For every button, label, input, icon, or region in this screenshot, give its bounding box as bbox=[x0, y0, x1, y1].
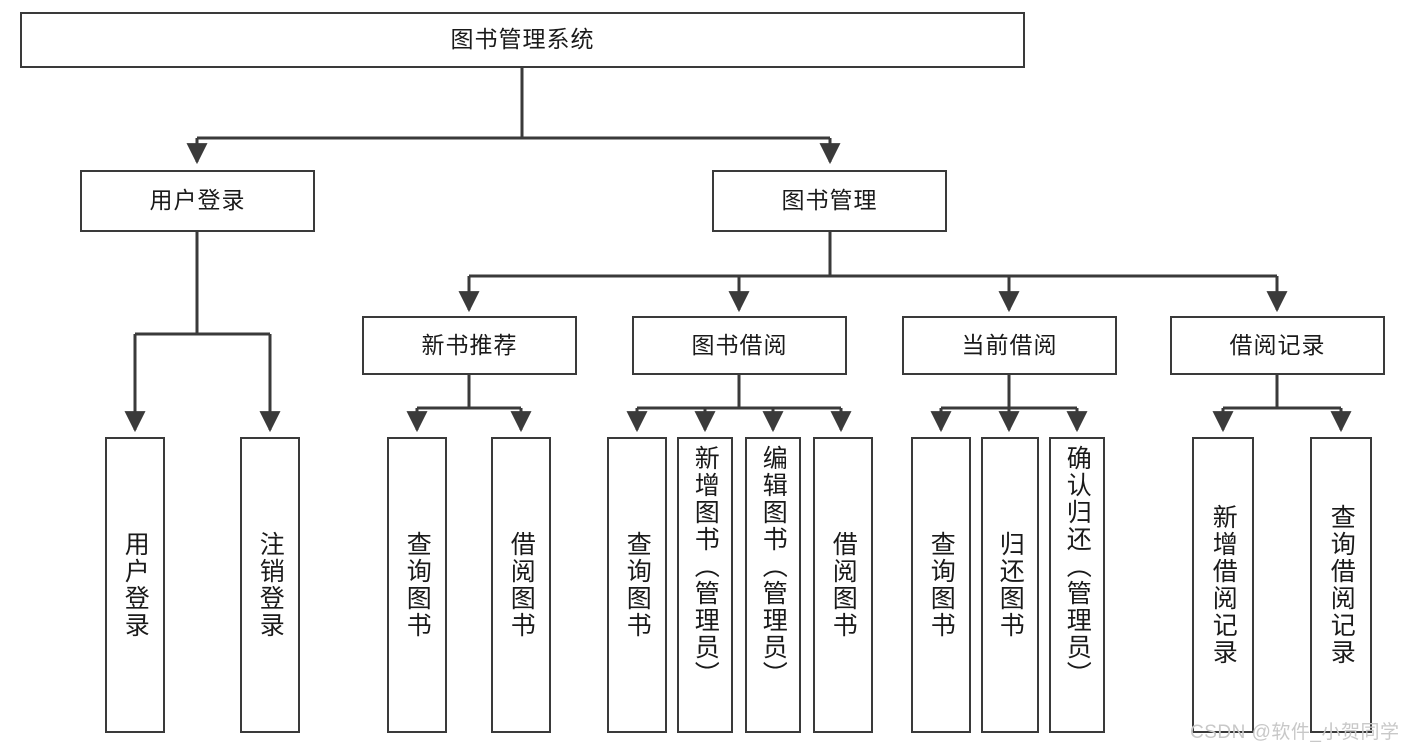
node-user-login[interactable]: 用户登录 bbox=[80, 170, 315, 232]
node-current-borrow[interactable]: 当前借阅 bbox=[902, 316, 1117, 375]
leaf-query-borrow-record[interactable]: 查询借阅记录 bbox=[1310, 437, 1372, 733]
node-root-book-management-system[interactable]: 图书管理系统 bbox=[20, 12, 1025, 68]
leaf-user-login[interactable]: 用户登录 bbox=[105, 437, 165, 733]
node-book-management[interactable]: 图书管理 bbox=[712, 170, 947, 232]
leaf-query-book-borrow[interactable]: 查询图书 bbox=[607, 437, 667, 733]
leaf-add-book-admin[interactable]: 新增图书（管理员） bbox=[677, 437, 733, 733]
leaf-borrow-book-recommend[interactable]: 借阅图书 bbox=[491, 437, 551, 733]
leaf-confirm-return-admin[interactable]: 确认归还（管理员） bbox=[1049, 437, 1105, 733]
leaf-query-book-current[interactable]: 查询图书 bbox=[911, 437, 971, 733]
node-borrow-record[interactable]: 借阅记录 bbox=[1170, 316, 1385, 375]
node-new-book-recommend[interactable]: 新书推荐 bbox=[362, 316, 577, 375]
leaf-logout[interactable]: 注销登录 bbox=[240, 437, 300, 733]
leaf-borrow-book[interactable]: 借阅图书 bbox=[813, 437, 873, 733]
leaf-add-borrow-record[interactable]: 新增借阅记录 bbox=[1192, 437, 1254, 733]
leaf-edit-book-admin[interactable]: 编辑图书（管理员） bbox=[745, 437, 801, 733]
watermark-text: CSDN @软件_小贺同学 bbox=[1190, 722, 1400, 743]
leaf-return-book[interactable]: 归还图书 bbox=[981, 437, 1039, 733]
node-book-borrow[interactable]: 图书借阅 bbox=[632, 316, 847, 375]
leaf-query-book-recommend[interactable]: 查询图书 bbox=[387, 437, 447, 733]
